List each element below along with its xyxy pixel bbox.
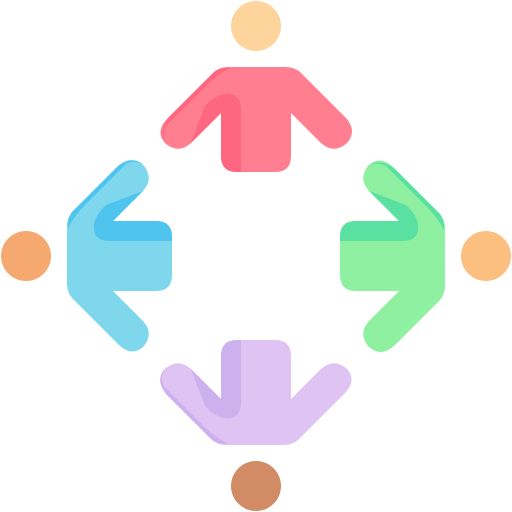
person-bottom-body: [160, 340, 352, 445]
person-right-body: [340, 160, 445, 352]
person-left-head: [1, 231, 51, 281]
person-bottom: [160, 340, 352, 511]
person-left-body: [67, 160, 172, 352]
person-top-body: [160, 67, 352, 172]
person-right-shade: [340, 162, 445, 241]
person-left-shade: [67, 160, 172, 241]
person-bottom-shade: [160, 340, 241, 445]
person-left: [1, 160, 172, 352]
person-top-head: [231, 1, 281, 51]
person-right: [340, 160, 511, 352]
person-bottom-head: [231, 461, 281, 511]
person-right-head: [461, 231, 511, 281]
person-top-shade: [162, 67, 241, 172]
person-top: [160, 1, 352, 172]
